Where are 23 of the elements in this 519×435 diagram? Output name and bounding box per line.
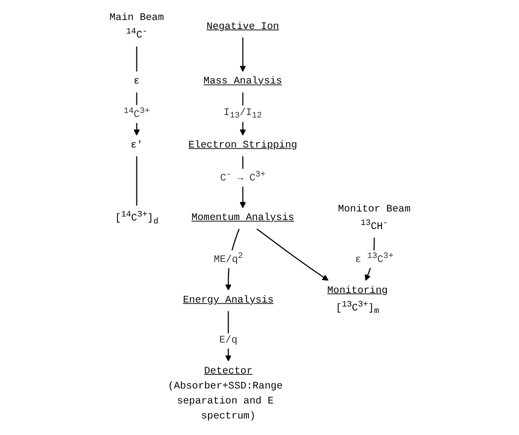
node-text: Momentum Analysis bbox=[190, 212, 294, 224]
node-text: Detector (Absorber+SSD:Range separation and E spectrum) bbox=[167, 365, 282, 422]
node-text: Mass Analysis bbox=[203, 76, 282, 88]
arrow bbox=[239, 37, 246, 72]
edge-label: ε $^{13}$C$^{3+}$ bbox=[354, 250, 393, 266]
edge-label: ME/q$^{2}$ bbox=[213, 250, 242, 266]
node-text: Main Beam $^{14}$C$^{-}$ bbox=[109, 12, 164, 42]
node-text: ε bbox=[133, 76, 140, 88]
edge-label: E/q bbox=[218, 334, 237, 346]
node-text: [$^{14}$C$^{3+}$]$_{d}$ bbox=[114, 209, 158, 226]
node-text: Negative Ion bbox=[206, 20, 279, 32]
arrow bbox=[256, 228, 328, 281]
connector bbox=[136, 46, 137, 72]
arrow bbox=[224, 311, 231, 362]
edge-label: $^{14}$C$^{3+}$ bbox=[123, 106, 150, 121]
edge-label: C$^{-}$ → C$^{3+}$ bbox=[220, 169, 265, 184]
node-text: Monitoring [$^{13}$C$^{3+}$]$_{m}$ bbox=[326, 284, 388, 316]
node-text: ε' bbox=[130, 140, 142, 152]
connector bbox=[136, 156, 137, 206]
node-text: Monitor Beam $^{13}$CH$^{-}$ bbox=[337, 203, 410, 233]
node-text: Electron Stripping bbox=[188, 140, 297, 152]
node-text: Energy Analysis bbox=[182, 294, 274, 306]
edge-label: I$_{13}$/I$_{12}$ bbox=[223, 106, 262, 120]
